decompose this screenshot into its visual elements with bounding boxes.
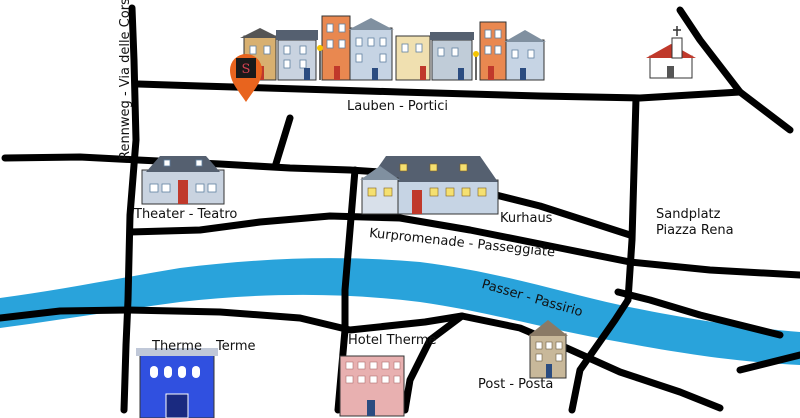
label-lauben: Lauben - Portici [347,99,449,114]
road-right-vertical [568,94,640,414]
road-right-diagonal [676,6,794,134]
road-south [0,306,724,412]
label-hotel-therme: Hotel Therme [348,333,437,348]
label-therme: Therme [152,339,202,354]
svg-text:S: S [242,62,251,77]
label-rennweg: Rennweg - Via delle Corse [118,0,133,160]
therme-building [136,348,218,418]
road-lower-sweep [614,288,784,339]
road-right-lower [736,351,800,374]
post-building [528,320,568,379]
lauben-buildings [240,15,546,81]
location-marker-icon[interactable]: S [230,54,262,102]
road-south-connector [401,312,466,414]
label-piazza-rena: Piazza Rena [656,223,734,238]
church-icon [646,26,696,79]
kurhaus-building [360,156,499,215]
hotel-therme-building [339,355,405,417]
theater-building [141,156,225,205]
label-terme: Terme [216,339,256,354]
road-rennweg [120,4,140,414]
road-theater-kurhaus [1,153,634,239]
road-lauben [134,80,744,102]
label-post: Post - Posta [478,377,554,392]
label-sandplatz: Sandplatz [656,207,721,222]
road-kurpromenade [126,212,800,279]
road-short-connector [271,114,294,171]
roads [0,4,800,414]
label-kurhaus: Kurhaus [500,211,553,226]
label-theater: Theater - Teatro [134,207,238,222]
